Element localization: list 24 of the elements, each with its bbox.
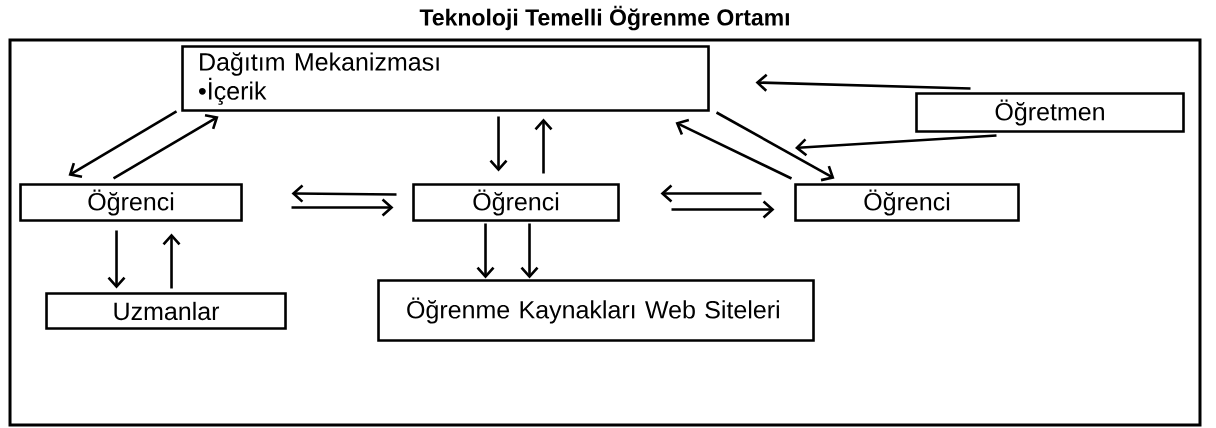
arrow — [112, 113, 219, 180]
arrow — [68, 110, 178, 179]
text-box: Dağıtım Mekanizması •İçerik — [181, 45, 710, 112]
arrow — [795, 134, 997, 157]
arrow — [489, 116, 508, 172]
arrow — [660, 184, 762, 203]
arrow — [162, 233, 181, 289]
arrow — [755, 73, 971, 92]
arrow — [715, 111, 835, 182]
arrow — [671, 200, 775, 219]
text-box: Öğrenci — [412, 183, 620, 222]
title: Teknoloji Temelli Öğrenme Ortamı — [419, 5, 789, 31]
text-box: Öğretmen — [915, 92, 1185, 133]
text-box: Öğrenci — [19, 183, 243, 222]
arrow — [107, 230, 126, 289]
arrow — [291, 184, 397, 203]
text-box: Öğrenme Kaynakları Web Siteleri — [377, 279, 815, 342]
text-box: Uzmanlar — [45, 292, 287, 330]
text-box: Öğrenci — [794, 183, 1020, 222]
arrow — [675, 118, 793, 180]
arrow — [520, 223, 539, 279]
arrow — [534, 118, 553, 174]
arrow — [476, 223, 495, 279]
arrow — [291, 198, 394, 217]
